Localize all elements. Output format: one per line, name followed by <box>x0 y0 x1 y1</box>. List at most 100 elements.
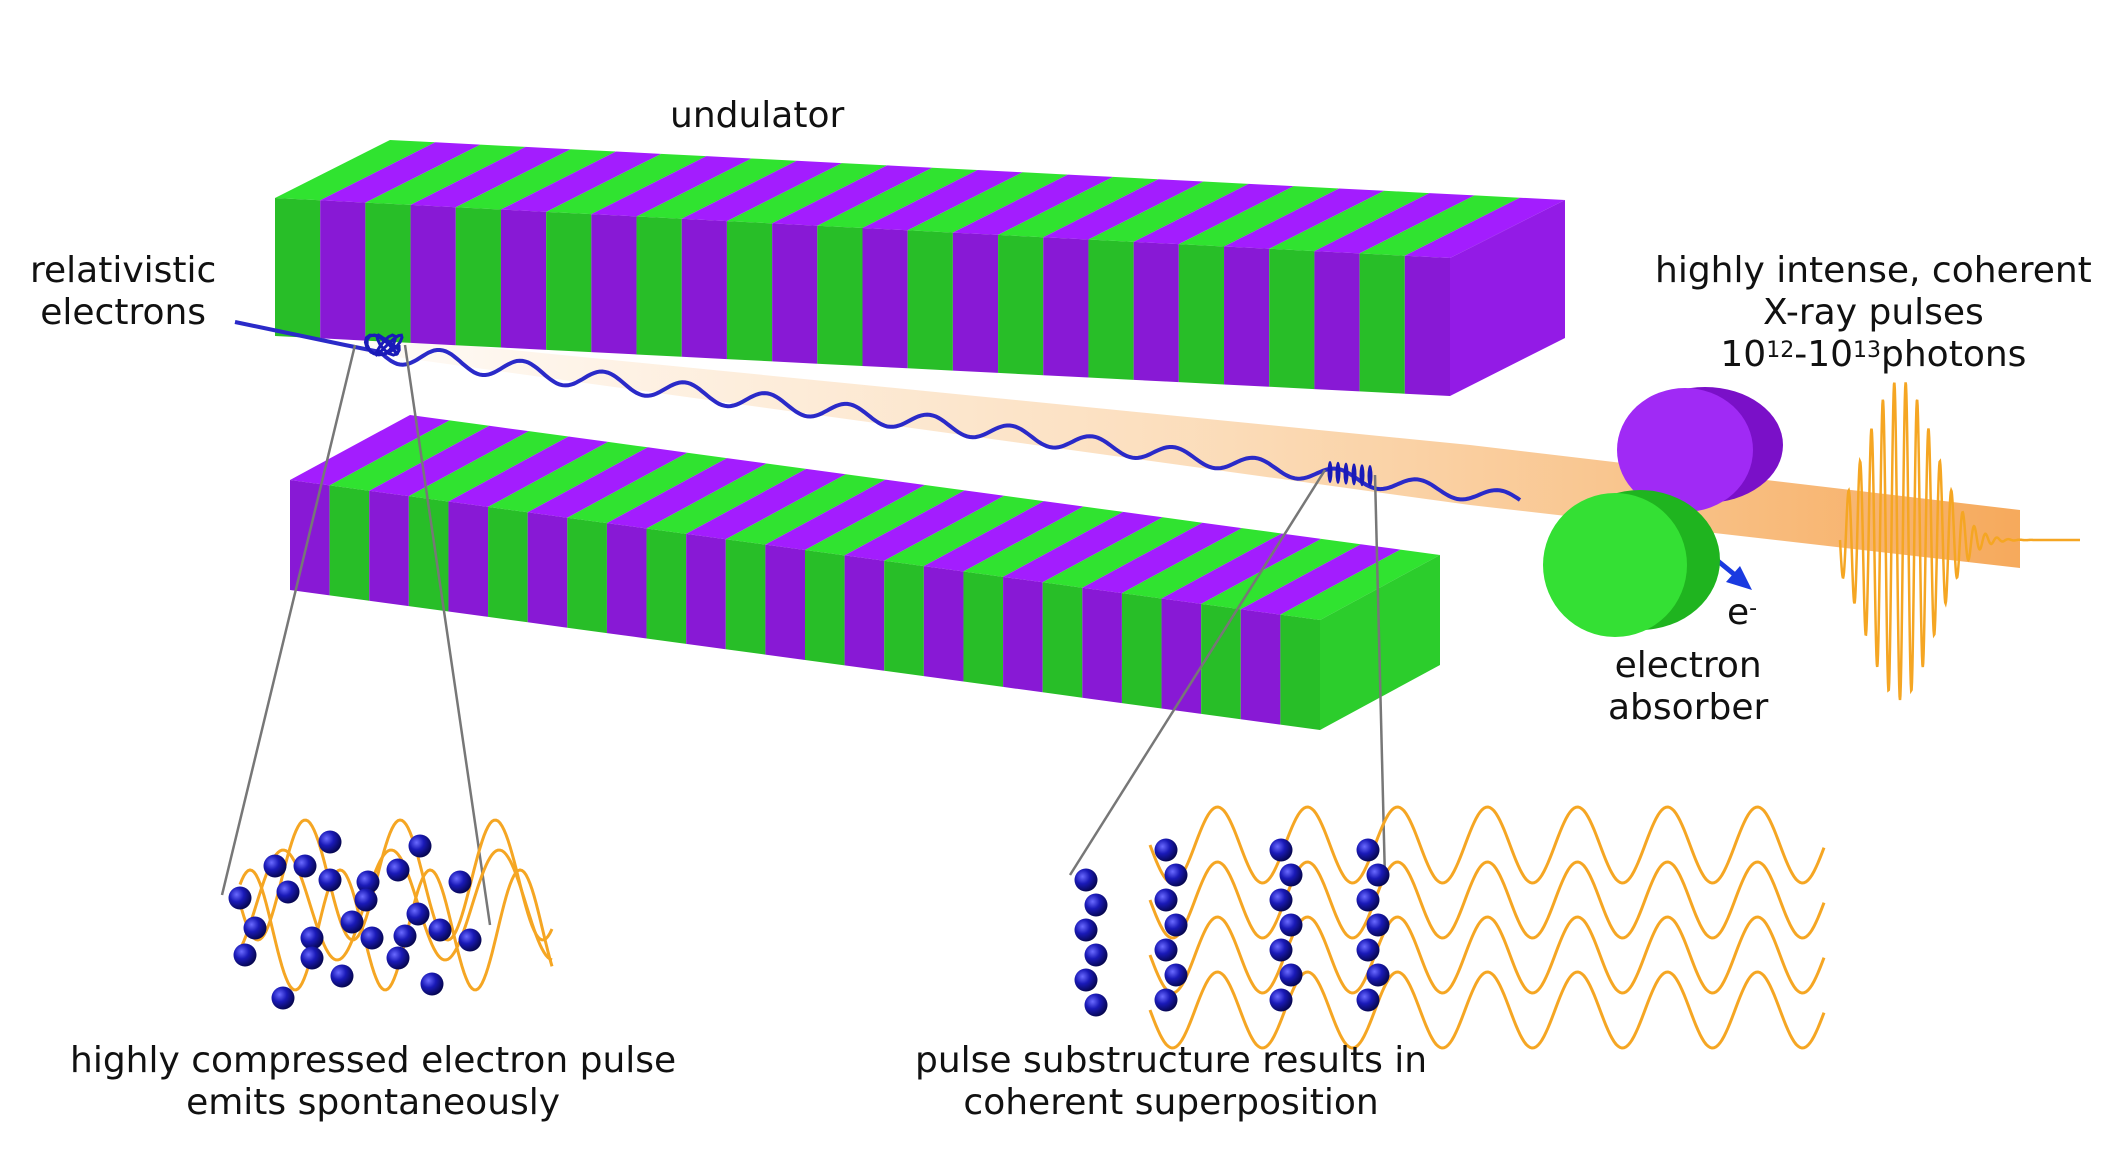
electron-symbol-label: e- <box>1727 592 1758 633</box>
electron-particle <box>1269 838 1293 862</box>
bunch-tangle <box>363 333 404 357</box>
electrons-label-line2: electrons <box>40 292 207 333</box>
magnet-segment <box>527 512 568 628</box>
electron-particle <box>428 918 452 942</box>
arrow-head <box>1726 566 1752 590</box>
magnet-segment <box>681 218 727 360</box>
electron-particle <box>271 986 295 1010</box>
magnet-segment <box>1161 598 1202 714</box>
magnet-top-face <box>907 172 1068 233</box>
magnet-top-face <box>1240 544 1401 615</box>
upper-undulator <box>275 140 1565 396</box>
magnet-segment <box>1201 603 1241 720</box>
magnet-segment <box>290 480 330 596</box>
compressed-bunch <box>363 333 404 357</box>
magnet-top-face <box>410 146 571 208</box>
magnet-top-face <box>923 501 1084 572</box>
magnet-segment <box>488 506 528 623</box>
magnet-segment <box>1224 246 1270 387</box>
caption-incoherent: highly compressed electron pulse emits s… <box>70 1040 676 1124</box>
electron-particle <box>1164 963 1188 987</box>
magnet-top-face <box>1178 186 1340 247</box>
electron-particle <box>1074 868 1098 892</box>
magnet-segment <box>923 566 964 682</box>
caption-left-line2: emits spontaneously <box>186 1082 561 1123</box>
magnet-segment <box>320 200 366 341</box>
magnet-segment <box>907 230 953 371</box>
electron-particle <box>1074 968 1098 992</box>
caption-coherent: pulse substructure results in coherent s… <box>915 1040 1427 1124</box>
caption-left-line1: highly compressed electron pulse <box>70 1040 677 1081</box>
magnet-segment <box>1178 244 1225 385</box>
caption-right-line1: pulse substructure results in <box>915 1040 1428 1081</box>
magnet-top-face <box>408 431 569 502</box>
microbunch-slice <box>1335 461 1341 484</box>
magnet-top-face <box>646 463 807 534</box>
magnet-top-face <box>998 176 1159 238</box>
magnet-top-face <box>365 144 526 205</box>
magnet-top-face <box>1042 517 1203 588</box>
electron-particle <box>233 943 257 967</box>
electron-particle <box>243 916 267 940</box>
microbunch-slice <box>1343 462 1349 485</box>
magnet-top-face <box>765 479 925 550</box>
electron-particle <box>1279 963 1303 987</box>
electron-particle <box>1269 988 1293 1012</box>
magnet-segment <box>1043 237 1089 378</box>
magnet-top-face <box>1359 195 1520 256</box>
emitted-wave <box>238 848 553 962</box>
magnet-segment <box>329 485 370 601</box>
magnet-top-face <box>772 165 933 226</box>
magnet-top-face <box>862 170 1023 231</box>
electron-particle <box>318 830 342 854</box>
magnet-segment <box>1121 593 1162 709</box>
electron-particle <box>276 880 300 904</box>
xray-label-line2: X-ray pulses <box>1763 292 1984 333</box>
emitted-wave <box>238 868 554 992</box>
magnet-segment <box>1280 614 1320 730</box>
magnet-top-face <box>817 167 978 228</box>
magnet-segment <box>686 533 726 650</box>
magnet-top-face <box>527 447 688 518</box>
magnet-segment <box>1133 241 1179 383</box>
magnet-segment <box>1404 255 1450 396</box>
magnet-segment <box>448 501 489 617</box>
magnet-segment <box>546 211 592 353</box>
magnet-top-face <box>546 153 707 215</box>
magnet-top-face <box>1121 528 1282 599</box>
magnet-top-face <box>884 495 1044 567</box>
electron-particle <box>1356 888 1380 912</box>
magnet-top-face <box>1133 183 1294 245</box>
magnet-segment <box>844 555 885 671</box>
magnet-top-face <box>1003 511 1163 583</box>
magnet-segment <box>591 214 637 355</box>
electron-particle <box>330 964 354 988</box>
electron-particle <box>1164 863 1188 887</box>
magnet-segment <box>1269 248 1315 390</box>
electron-particle <box>228 886 252 910</box>
magnet-segment <box>275 198 321 339</box>
magnet-segment <box>765 544 805 660</box>
electron-particle <box>356 870 380 894</box>
electron-particle <box>1269 888 1293 912</box>
magnet-segment <box>726 221 773 362</box>
magnet-top-face <box>1269 190 1430 252</box>
electron-particle <box>1356 988 1380 1012</box>
absorber-label-line1: electron <box>1614 645 1762 686</box>
electron-particle <box>448 870 472 894</box>
magnet-segment <box>1042 582 1083 698</box>
xray-label-line1: highly intense, coherent <box>1655 250 2092 291</box>
magnet-top-face <box>455 149 616 210</box>
electron-particle <box>1269 938 1293 962</box>
electron-particle <box>300 946 324 970</box>
magnet-top-face <box>606 458 767 529</box>
magnet-segment <box>567 517 607 634</box>
electron-absorber <box>1543 387 1783 637</box>
magnet-top-face <box>1201 538 1361 610</box>
magnet-top-face <box>488 441 648 513</box>
electron-particle <box>1366 913 1390 937</box>
lower-undulator <box>290 415 1440 730</box>
magnet-segment <box>636 216 682 357</box>
magnet-segment <box>1082 587 1122 704</box>
electron-particle <box>1279 913 1303 937</box>
